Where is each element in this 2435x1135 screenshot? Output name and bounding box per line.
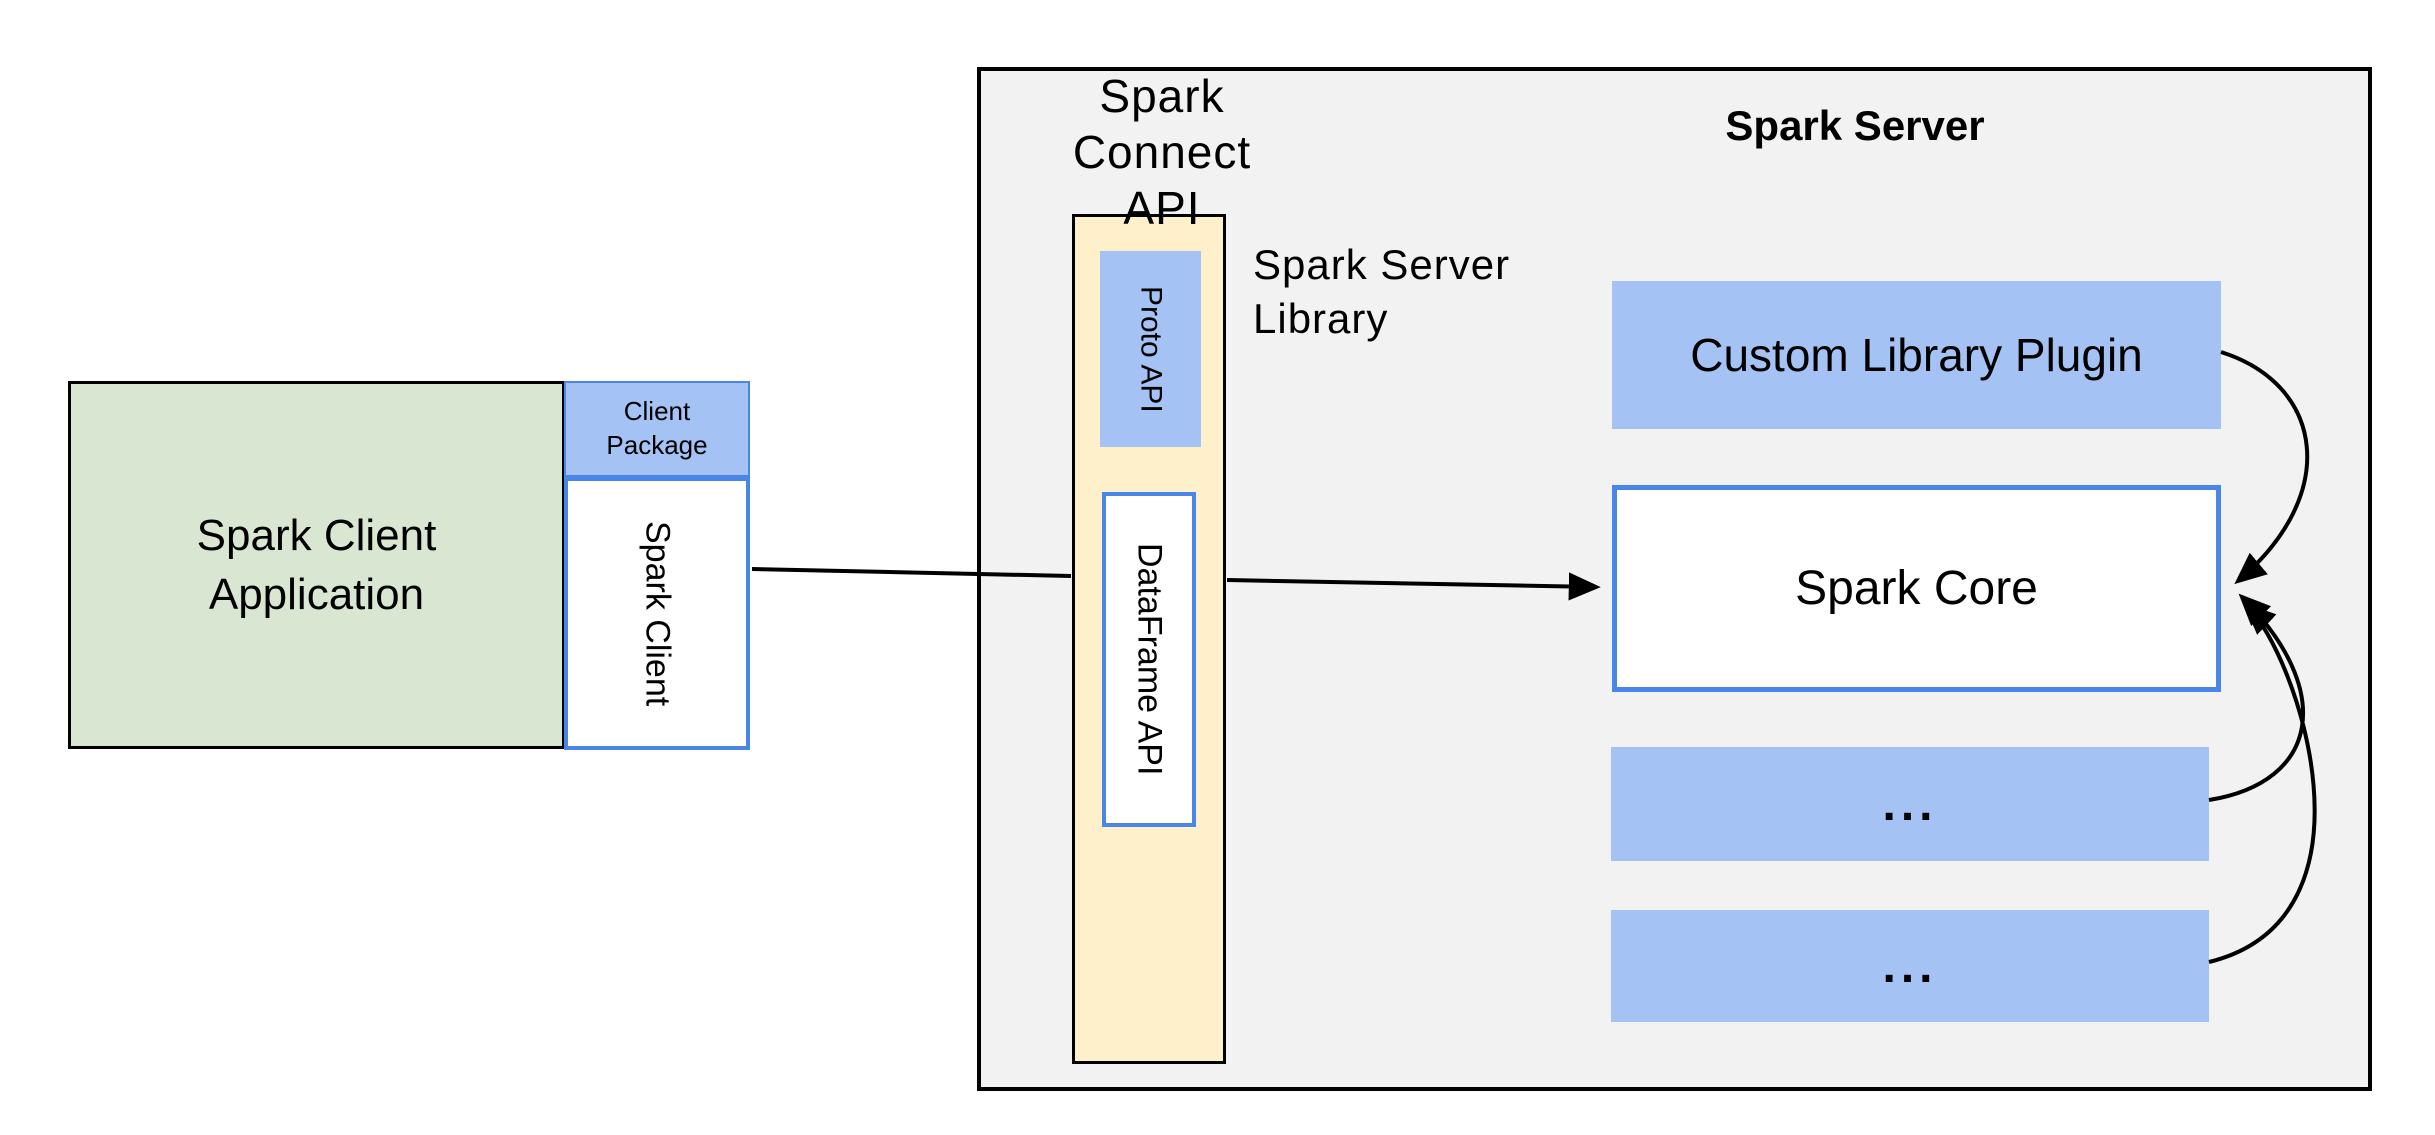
client-package-line1: Client	[623, 396, 691, 427]
client-package-line2: Package	[606, 430, 708, 460]
dataframe-api-box: DataFrame API	[1102, 492, 1196, 827]
spark-client-label: Spark Client	[638, 520, 677, 707]
proto-api-box: Proto API	[1100, 251, 1201, 447]
proto-api-label: Proto API	[1134, 285, 1168, 413]
spark-client-box: Spark Client	[564, 477, 750, 750]
spark-server-title: Spark Server	[1725, 102, 1985, 149]
spark-server-library-line1: Spark Server	[1253, 241, 1511, 288]
spark-client-application-box: Spark Client Application	[68, 381, 565, 749]
plugin-slot-1-box: ...	[1611, 747, 2209, 861]
client-package-box: Client Package	[564, 381, 750, 477]
plugin-slot-2-label: ...	[1882, 939, 1938, 993]
client-package-label: Client Package	[606, 395, 707, 463]
spark-core-label: Spark Core	[1795, 562, 2038, 615]
spark-connect-api-line2: API	[1123, 182, 1201, 235]
spark-core-box: Spark Core	[1612, 485, 2221, 692]
spark-client-application-line2: Application	[208, 570, 425, 619]
spark-connect-api-label: Spark Connect API	[1012, 68, 1312, 236]
spark-client-application-label: Spark Client Application	[197, 506, 437, 625]
spark-server-library-label: Spark Server Library	[1253, 238, 1583, 346]
custom-library-plugin-label: Custom Library Plugin	[1690, 329, 2143, 381]
custom-library-plugin-box: Custom Library Plugin	[1612, 281, 2221, 429]
plugin-slot-2-box: ...	[1611, 910, 2209, 1022]
spark-client-application-line1: Spark Client	[196, 510, 437, 560]
spark-connect-api-line1: Spark Connect	[1072, 70, 1252, 179]
spark-server-library-line2: Library	[1253, 294, 1389, 342]
dataframe-api-label: DataFrame API	[1130, 543, 1169, 776]
plugin-slot-1-label: ...	[1882, 777, 1938, 831]
